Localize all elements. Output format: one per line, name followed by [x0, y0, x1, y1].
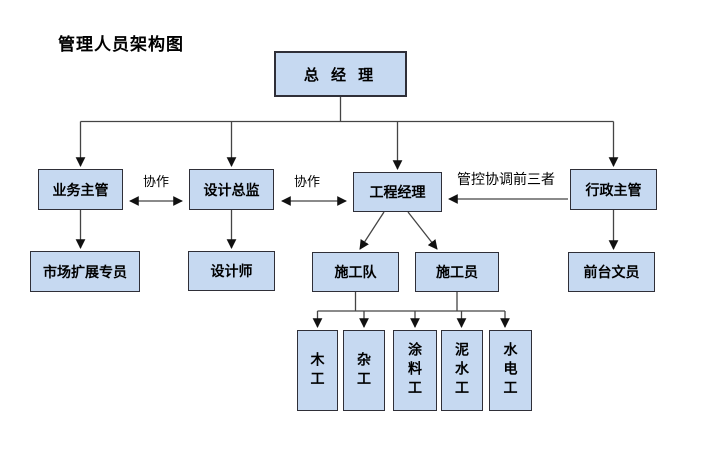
node-designer: 设计师 [188, 251, 275, 291]
edge-to-construction-worker [407, 211, 438, 250]
edge-label-collaboration-left: 协作 [142, 174, 169, 189]
node-design-director: 设计总监 [189, 169, 274, 210]
edge-to-construction-team [359, 211, 385, 250]
node-painter: 涂料工 [393, 330, 437, 411]
node-project-manager: 工程经理 [353, 172, 442, 212]
page-title: 管理人员架构图 [58, 35, 184, 54]
node-business-manager: 业务主管 [38, 169, 123, 210]
node-construction-worker: 施工员 [415, 252, 499, 292]
edge-label-collaboration-right: 协作 [293, 174, 320, 189]
node-market-specialist: 市场扩展专员 [30, 251, 140, 292]
node-carpenter: 木工 [297, 330, 338, 411]
node-mason: 泥水工 [441, 330, 483, 411]
edge-label-control-note: 管控协调前三者 [457, 171, 555, 187]
node-handyman: 杂工 [343, 330, 385, 411]
node-plumber-electrician: 水电工 [489, 330, 532, 411]
node-front-desk: 前台文员 [568, 252, 655, 292]
node-construction-team: 施工队 [312, 252, 399, 292]
node-ceo: 总 经 理 [274, 51, 407, 97]
node-admin-manager: 行政主管 [570, 169, 657, 210]
